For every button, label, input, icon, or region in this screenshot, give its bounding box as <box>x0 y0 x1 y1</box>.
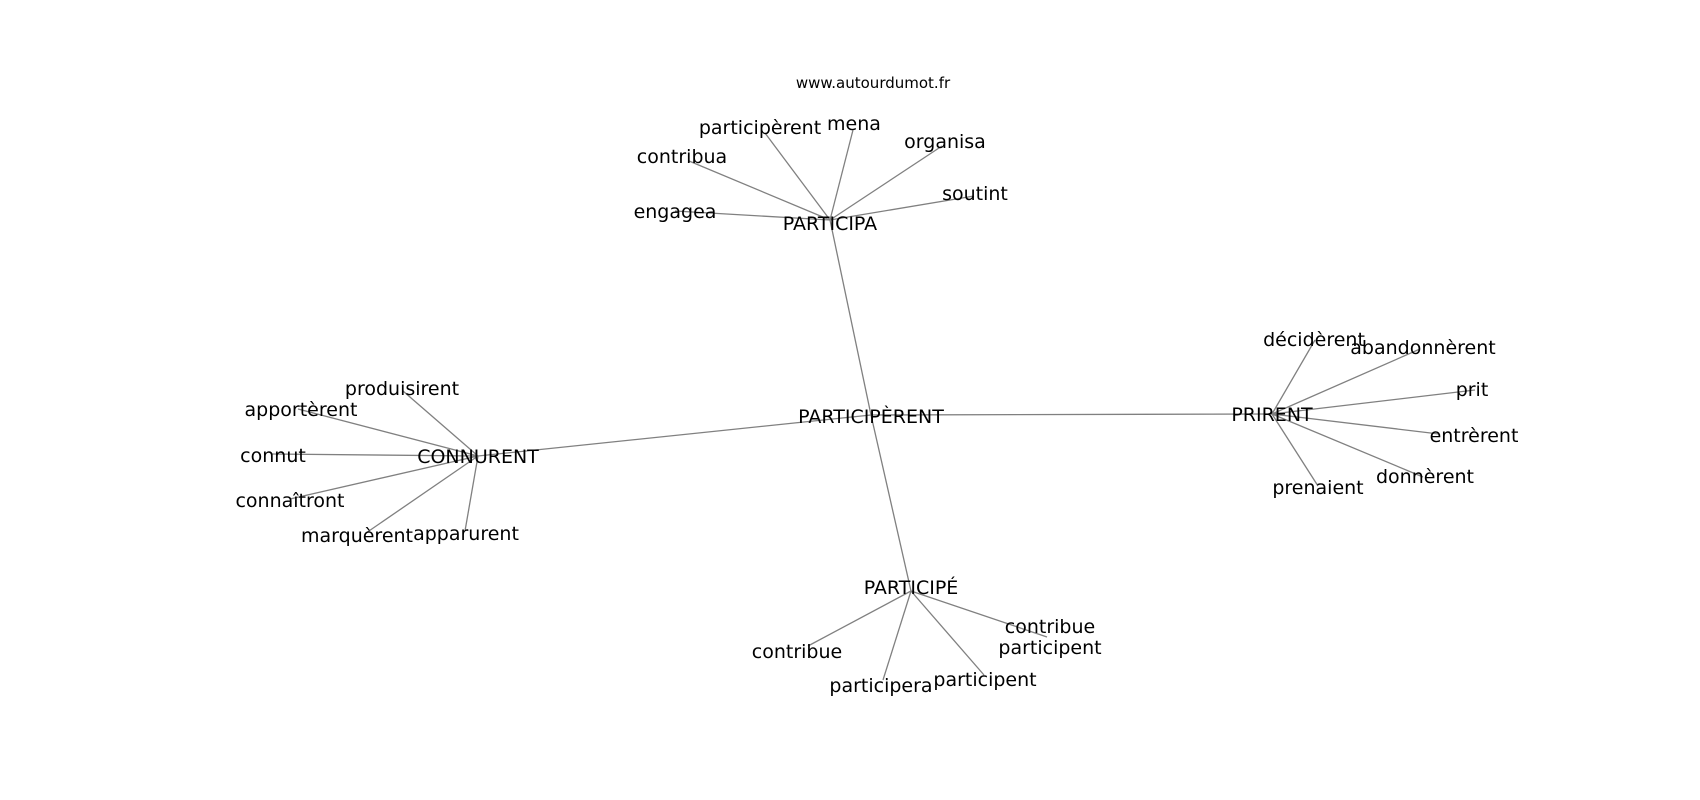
edge-participa-engagea <box>674 210 831 221</box>
leaf-label-line: contribue <box>1005 616 1095 638</box>
edge-participa-participerent <box>764 132 831 221</box>
edge-prirent-entrerent <box>1271 413 1440 435</box>
leaf-node-label: apparurent <box>413 523 519 545</box>
edge-connurent-marquerent <box>365 455 479 534</box>
leaf-node-label: apportèrent <box>245 399 358 421</box>
edge-center-connurent <box>477 414 872 457</box>
leaf-node-label: prenaient <box>1272 477 1363 499</box>
edge-connurent-connaitront <box>289 455 479 500</box>
hub-node-label: PARTICIPÉ <box>864 576 959 599</box>
leaf-node-label: abandonnèrent <box>1350 337 1495 359</box>
leaf-node-label: participent <box>933 669 1036 691</box>
edge-prirent-prit <box>1271 389 1476 415</box>
hub-node-label: CONNURENT <box>417 446 539 468</box>
edge-prirent-prenaient <box>1271 413 1319 487</box>
leaf-node-label: entrèrent <box>1430 425 1519 447</box>
edge-participe-contribue-participent <box>910 590 1048 638</box>
leaf-node-label: donnèrent <box>1376 466 1474 488</box>
edge-center-participe <box>870 414 912 592</box>
edge-participe-contribue <box>807 590 912 647</box>
leaf-label-line: participent <box>998 637 1101 659</box>
leaf-node-label: décidèrent <box>1263 329 1365 351</box>
leaf-node-label: contribua <box>637 146 727 168</box>
leaf-node-label: participera <box>829 675 932 697</box>
leaf-node-label: produisirent <box>345 378 459 400</box>
edge-participe-participera <box>882 590 912 681</box>
leaf-node-label: soutint <box>942 183 1008 205</box>
hub-node-label: PARTICIPA <box>783 213 877 235</box>
leaf-node-label: prit <box>1456 379 1489 401</box>
edge-participe-participent <box>910 590 985 676</box>
center-node-label: PARTICIPÈRENT <box>798 405 944 428</box>
edge-participa-soutint <box>829 195 975 221</box>
edge-participa-contribua <box>688 160 831 221</box>
source-url: www.autourdumot.fr <box>796 74 951 92</box>
edge-prirent-deciderent <box>1271 339 1316 415</box>
leaf-node-label: contribue <box>752 641 842 663</box>
edge-center-participa <box>829 219 872 416</box>
leaf-node-label: mena <box>827 113 881 135</box>
leaf-node-label: organisa <box>904 131 986 153</box>
edge-connurent-apparurent <box>464 455 479 532</box>
leaf-node-label: connut <box>240 445 306 467</box>
edge-participa-organisa <box>829 145 943 221</box>
leaf-node-label: engagea <box>634 201 717 223</box>
edge-participa-mena <box>829 129 854 221</box>
edge-connurent-apporterent <box>297 408 479 457</box>
leaf-node-label: marquèrent <box>301 525 413 547</box>
edge-prirent-donnerent <box>1271 413 1424 478</box>
edge-prirent-abandonnerent <box>1271 348 1421 415</box>
hub-node-label: PRIRENT <box>1231 404 1313 426</box>
leaf-node-label: participèrent <box>699 117 821 139</box>
edge-connurent-connut <box>270 453 479 457</box>
edge-center-prirent <box>870 413 1273 416</box>
edge-connurent-produisirent <box>402 390 479 457</box>
leaf-node-label: connaîtront <box>235 490 344 512</box>
